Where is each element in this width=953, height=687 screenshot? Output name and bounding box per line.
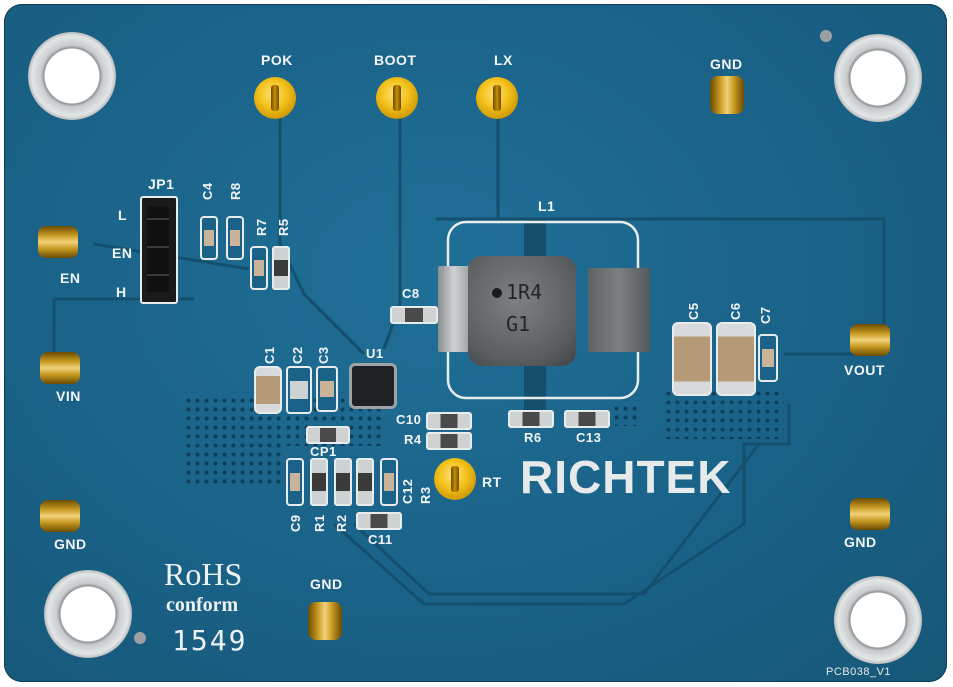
inductor-l1-pad-right bbox=[588, 268, 650, 352]
label-jp1: JP1 bbox=[148, 176, 175, 192]
capacitor-c13[interactable] bbox=[564, 410, 610, 428]
terminal-gnd-left[interactable] bbox=[40, 500, 80, 532]
terminal-en[interactable] bbox=[38, 226, 78, 258]
inductor-l1[interactable]: 1R4 G1 bbox=[468, 256, 576, 366]
capacitor-c9[interactable] bbox=[286, 458, 304, 506]
resistor-r1[interactable] bbox=[310, 458, 328, 506]
label-r6: R6 bbox=[524, 430, 542, 445]
pcb-board: POK BOOT LX GND EN VIN GND VOUT GND GND … bbox=[4, 4, 947, 682]
label-c12: C12 bbox=[400, 478, 415, 504]
date-code: 1549 bbox=[172, 624, 248, 657]
resistor-r2[interactable] bbox=[334, 458, 352, 506]
label-jumper-en: EN bbox=[112, 245, 133, 261]
label-cp1: CP1 bbox=[310, 444, 337, 459]
label-gnd-top: GND bbox=[710, 56, 743, 72]
capacitor-c10[interactable] bbox=[426, 412, 472, 430]
testpoint-rt[interactable] bbox=[434, 458, 476, 500]
label-gnd-left: GND bbox=[54, 536, 87, 552]
label-jumper-l: L bbox=[118, 207, 128, 223]
label-vout: VOUT bbox=[844, 362, 885, 378]
inductor-marking-1: 1R4 bbox=[506, 280, 543, 304]
ic-u1[interactable] bbox=[352, 366, 394, 406]
label-c2: C2 bbox=[290, 346, 305, 364]
capacitor-c6[interactable] bbox=[716, 322, 756, 396]
capacitor-c12[interactable] bbox=[380, 458, 398, 506]
label-u1: U1 bbox=[366, 346, 384, 361]
testpoint-lx[interactable] bbox=[476, 77, 518, 119]
label-c5: C5 bbox=[686, 302, 701, 320]
label-r3: R3 bbox=[418, 486, 433, 504]
label-rt: RT bbox=[482, 474, 502, 490]
mounting-hole-top-left bbox=[28, 32, 116, 120]
terminal-vin[interactable] bbox=[40, 352, 80, 384]
brand-logo: RICHTEK bbox=[520, 451, 732, 503]
label-gnd-right: GND bbox=[844, 534, 877, 550]
label-jumper-h: H bbox=[116, 284, 127, 300]
resistor-r8[interactable] bbox=[226, 216, 244, 260]
rohs-mark: RoHS bbox=[164, 556, 243, 592]
label-c10: C10 bbox=[396, 412, 422, 427]
mounting-hole-bottom-left bbox=[44, 570, 132, 658]
resistor-r6[interactable] bbox=[508, 410, 554, 428]
testpoint-boot[interactable] bbox=[376, 77, 418, 119]
label-c11: C11 bbox=[368, 532, 393, 547]
capacitor-c4[interactable] bbox=[200, 216, 218, 260]
capacitor-c7[interactable] bbox=[758, 334, 778, 382]
terminal-gnd-right[interactable] bbox=[850, 498, 890, 530]
label-lx: LX bbox=[494, 52, 513, 68]
label-r2: R2 bbox=[334, 514, 349, 532]
label-vin: VIN bbox=[56, 388, 81, 404]
capacitor-c1[interactable] bbox=[254, 366, 282, 414]
label-c7: C7 bbox=[758, 306, 773, 324]
inductor-dot bbox=[492, 288, 502, 298]
label-r4: R4 bbox=[404, 432, 422, 447]
label-c9: C9 bbox=[288, 514, 303, 532]
testpoint-pok[interactable] bbox=[254, 77, 296, 119]
label-gnd-bottom: GND bbox=[310, 576, 343, 592]
label-r1: R1 bbox=[312, 514, 327, 532]
inductor-l1-pad-left bbox=[438, 266, 470, 352]
fiducial-bottom bbox=[134, 632, 146, 644]
capacitor-cp1[interactable] bbox=[306, 426, 350, 444]
via-field-right bbox=[664, 389, 784, 439]
label-c4: C4 bbox=[200, 182, 215, 200]
resistor-r5[interactable] bbox=[272, 246, 290, 290]
label-c6: C6 bbox=[728, 302, 743, 320]
via-field-mid bbox=[612, 404, 642, 426]
resistor-r-extra[interactable] bbox=[356, 458, 374, 506]
inductor-marking-2: G1 bbox=[506, 312, 531, 336]
label-c3: C3 bbox=[316, 346, 331, 364]
label-l1: L1 bbox=[538, 198, 556, 214]
mounting-hole-top-right bbox=[834, 34, 922, 122]
label-r7: R7 bbox=[254, 218, 269, 236]
label-c8: C8 bbox=[402, 286, 420, 301]
terminal-gnd-top[interactable] bbox=[710, 76, 744, 114]
fiducial-top bbox=[820, 30, 832, 42]
capacitor-c3[interactable] bbox=[316, 366, 338, 412]
resistor-r7[interactable] bbox=[250, 246, 268, 290]
resistor-r4[interactable] bbox=[426, 432, 472, 450]
capacitor-c2[interactable] bbox=[286, 366, 312, 414]
mounting-hole-bottom-right bbox=[834, 576, 922, 664]
label-c1: C1 bbox=[262, 346, 277, 364]
label-r5: R5 bbox=[276, 218, 291, 236]
capacitor-c5[interactable] bbox=[672, 322, 712, 396]
capacitor-c8[interactable] bbox=[390, 306, 438, 324]
rohs-conform: conform bbox=[166, 594, 239, 616]
capacitor-c11[interactable] bbox=[356, 512, 402, 530]
pcb-id: PCB038_V1 bbox=[826, 666, 892, 678]
jumper-header[interactable] bbox=[140, 196, 178, 304]
label-pok: POK bbox=[261, 52, 293, 68]
terminal-gnd-bottom[interactable] bbox=[308, 602, 342, 640]
label-en: EN bbox=[60, 270, 81, 286]
label-c13: C13 bbox=[576, 430, 602, 445]
label-boot: BOOT bbox=[374, 52, 417, 68]
label-r8: R8 bbox=[228, 182, 243, 200]
terminal-vout[interactable] bbox=[850, 324, 890, 356]
